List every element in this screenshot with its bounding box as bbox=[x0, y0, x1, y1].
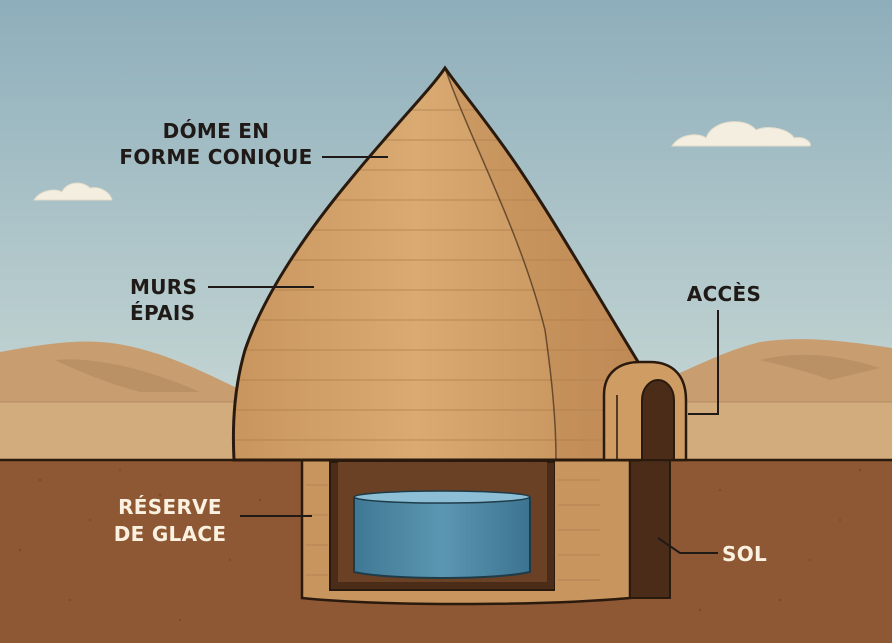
dunes-right bbox=[640, 339, 892, 405]
cloud-right bbox=[671, 121, 811, 147]
dunes-right-shade bbox=[760, 354, 880, 380]
cloud-left bbox=[33, 182, 113, 201]
label-dome-line2: FORME CONIQUE bbox=[119, 145, 312, 169]
reservoir-surface bbox=[353, 490, 531, 504]
ice-reservoir bbox=[353, 497, 531, 579]
dunes-left-shade bbox=[55, 359, 200, 392]
label-dome-line1: DÓME EN bbox=[163, 119, 270, 143]
leader-lines bbox=[208, 156, 719, 554]
access-shaft bbox=[629, 459, 671, 599]
dome-shade bbox=[445, 68, 640, 460]
leader-soil bbox=[657, 537, 718, 554]
leader-access bbox=[688, 310, 719, 415]
wall-column bbox=[555, 460, 603, 598]
label-ice-line1: RÉSERVE bbox=[118, 495, 222, 519]
label-ice-line2: DE GLACE bbox=[114, 522, 227, 546]
conical-dome bbox=[233, 68, 641, 460]
label-soil: SOL bbox=[722, 542, 767, 566]
soil-speckles bbox=[18, 468, 862, 622]
label-access: ACCÈS bbox=[687, 282, 761, 306]
access-door bbox=[641, 378, 675, 461]
label-walls-line1: MURS bbox=[130, 275, 197, 299]
label-walls-line2: ÉPAIS bbox=[130, 301, 195, 325]
